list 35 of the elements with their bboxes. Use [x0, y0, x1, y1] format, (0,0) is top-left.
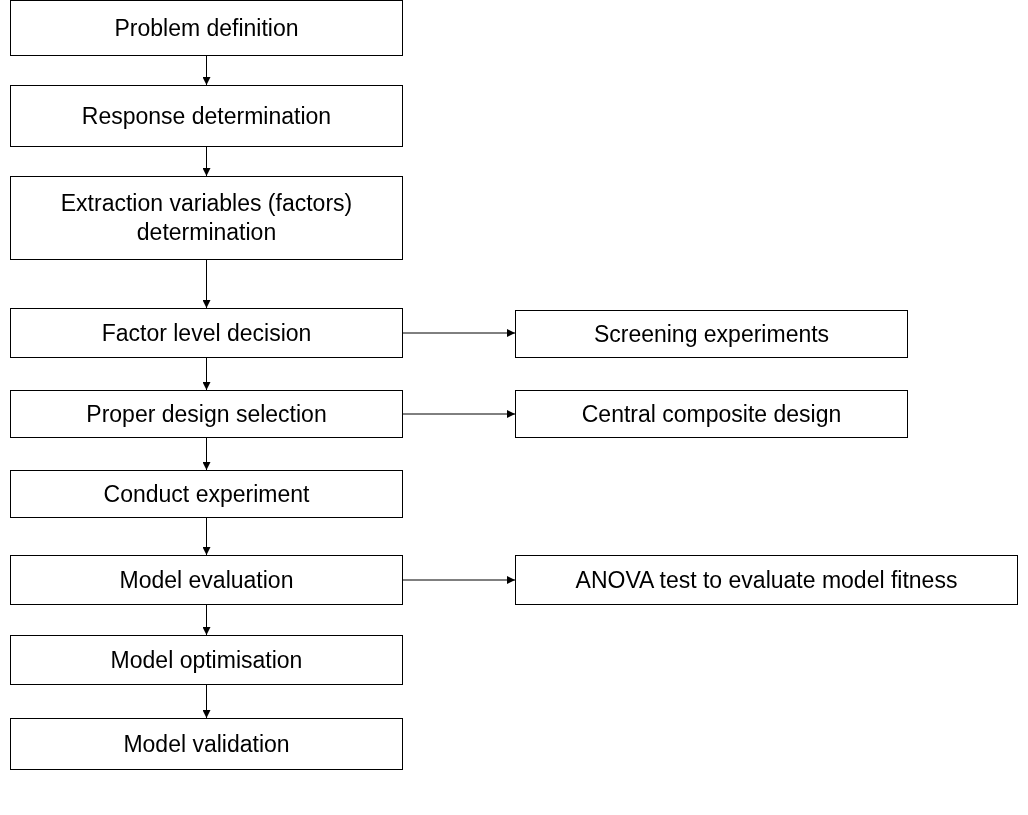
process-box — [10, 85, 403, 147]
arrow — [202, 146, 211, 177]
process-box — [515, 310, 908, 358]
arrow — [402, 576, 516, 584]
box-label: Problem definition — [113, 13, 300, 43]
process-box — [515, 390, 908, 438]
process-box — [10, 308, 403, 358]
box-label: Central composite design — [580, 399, 843, 429]
arrow — [402, 329, 516, 337]
arrow — [202, 259, 211, 309]
arrow — [202, 357, 211, 391]
box-label: Model evaluation — [118, 565, 295, 595]
process-box — [515, 555, 1018, 605]
arrow — [202, 604, 211, 636]
arrow — [202, 437, 211, 471]
box-label: ANOVA test to evaluate model fitness — [574, 565, 959, 595]
box-label: Conduct experiment — [102, 479, 311, 509]
process-box — [10, 0, 403, 56]
box-label: Extraction variables (factors) determination — [59, 189, 354, 247]
arrow — [402, 410, 516, 418]
box-label: Response determination — [80, 101, 333, 131]
process-box — [10, 176, 403, 260]
process-box — [10, 390, 403, 438]
box-label: Model validation — [122, 729, 291, 759]
arrow — [202, 684, 211, 719]
process-box — [10, 718, 403, 770]
box-label: Model optimisation — [109, 645, 304, 675]
arrow — [202, 55, 211, 86]
arrow — [202, 517, 211, 556]
process-box — [10, 555, 403, 605]
process-box — [10, 470, 403, 518]
box-label: Proper design selection — [85, 399, 328, 429]
box-label: Screening experiments — [592, 319, 831, 349]
process-box — [10, 635, 403, 685]
box-label: Factor level decision — [100, 318, 313, 348]
